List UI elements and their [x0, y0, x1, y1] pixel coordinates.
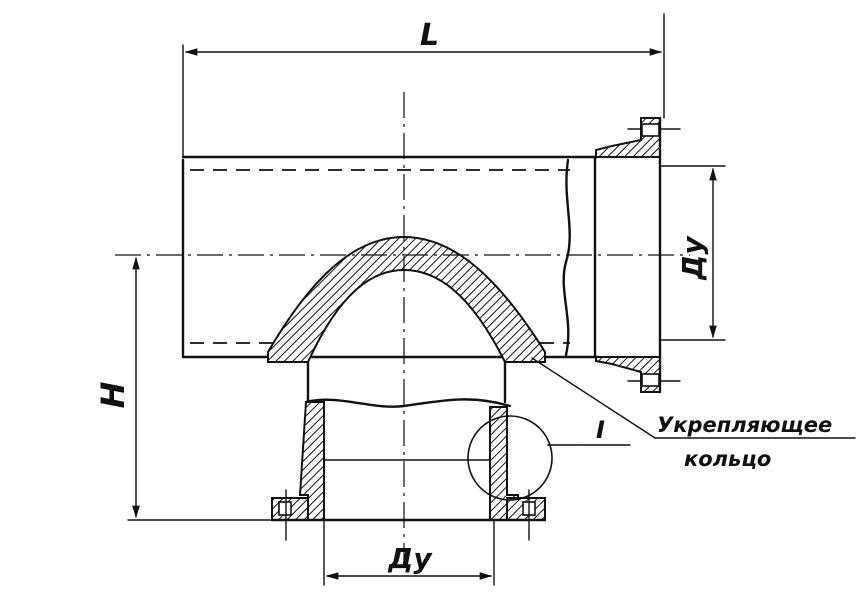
- callout-line-2: кольцо: [684, 447, 771, 471]
- dim-label-main-bore: Ду: [676, 235, 709, 281]
- reinforcing-ring: [267, 235, 546, 363]
- dim-label-length: L: [420, 18, 439, 53]
- dimension-branch-bore: Ду: [323, 519, 495, 586]
- detail-callout: I: [467, 415, 631, 501]
- right-flange: [595, 116, 681, 394]
- dimension-main-bore: Ду: [659, 165, 726, 341]
- dim-label-height: H: [94, 381, 132, 408]
- ring-leader: [531, 357, 856, 439]
- detail-mark: I: [596, 416, 605, 444]
- center-lines: [115, 92, 690, 565]
- dim-label-branch-bore: Ду: [387, 542, 433, 575]
- branch-pipe: [270, 360, 547, 541]
- dimension-l: L: [182, 13, 665, 158]
- callout-line-1: Укрепляющее: [657, 413, 832, 437]
- dimension-h: H: [94, 256, 273, 521]
